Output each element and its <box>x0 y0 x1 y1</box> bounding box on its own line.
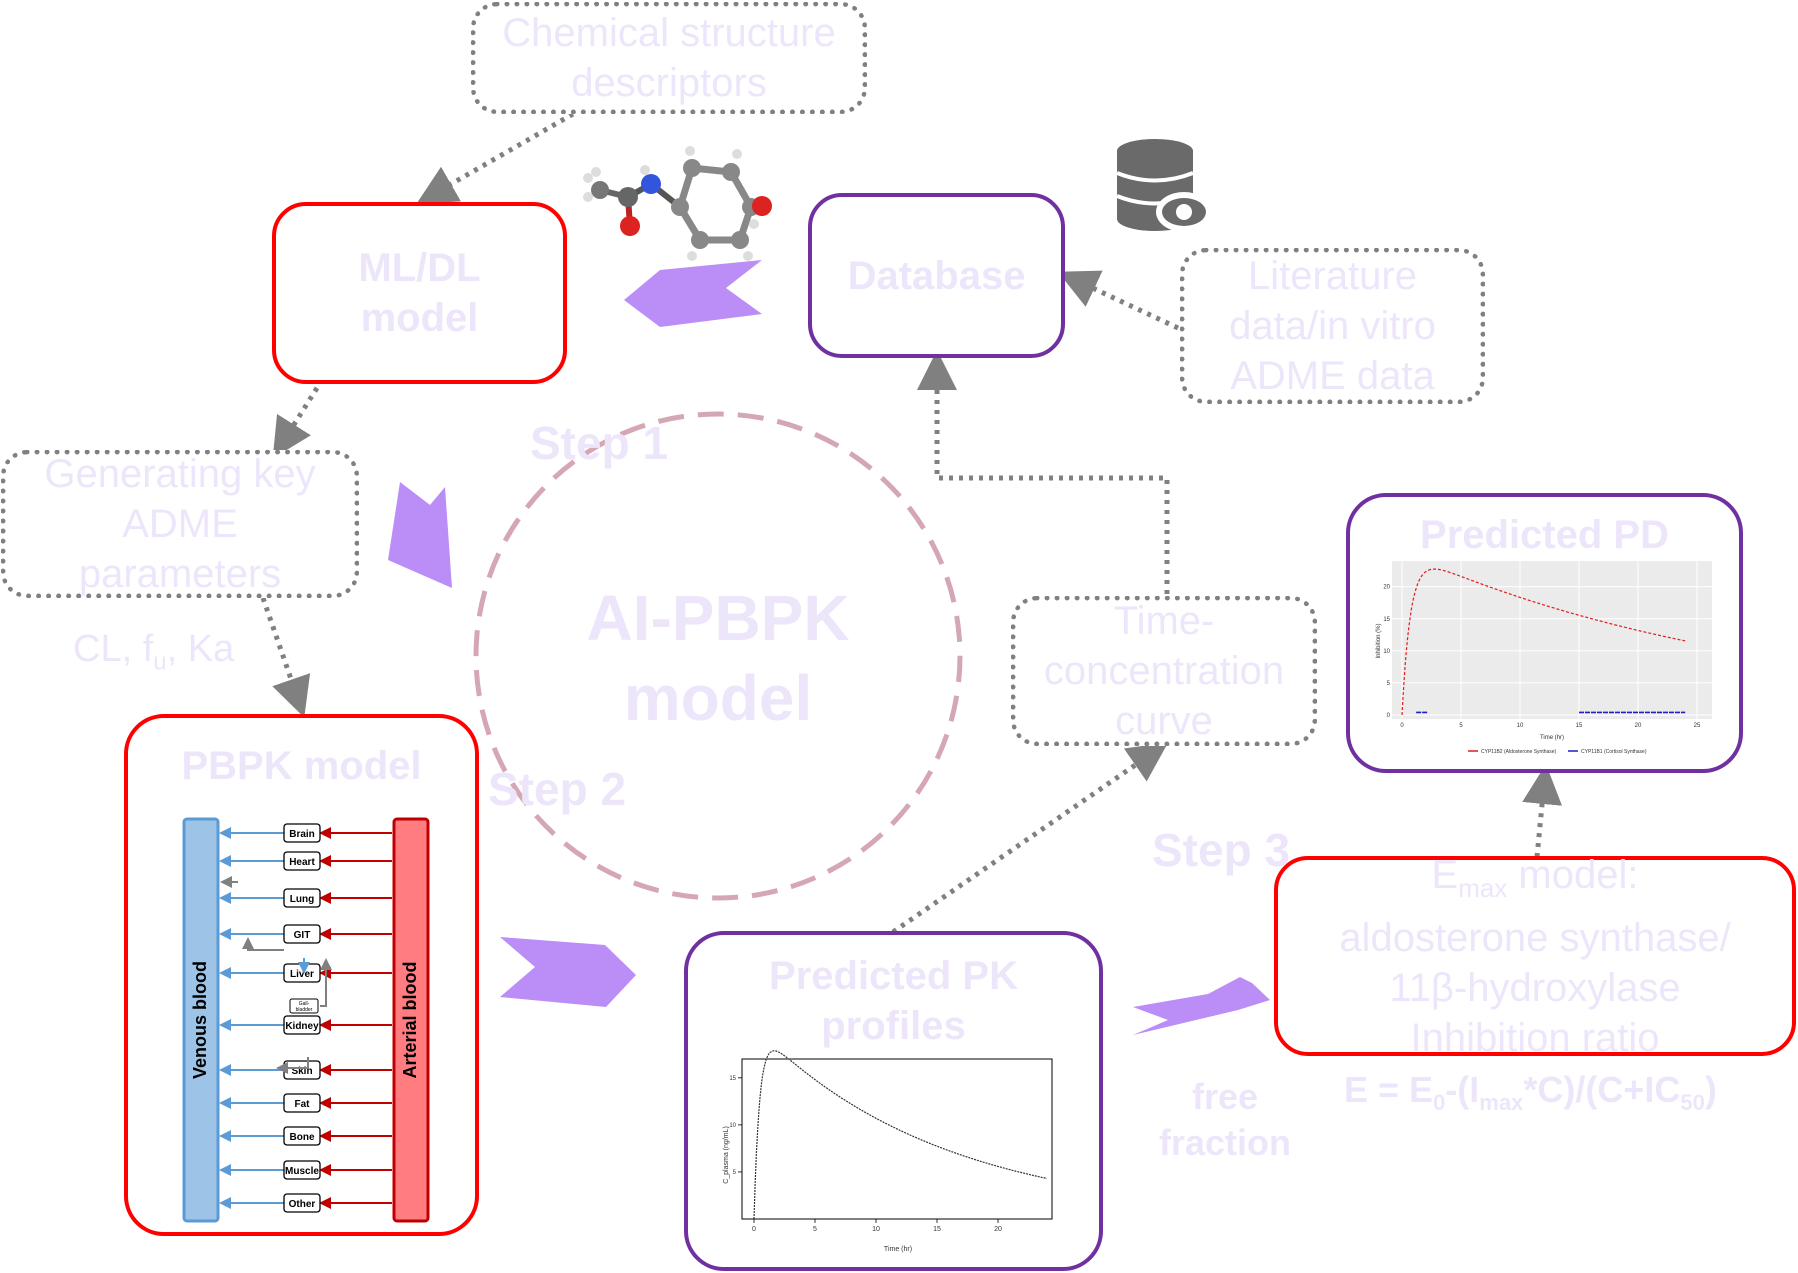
chemical-structure-box: Chemical structure descriptors <box>471 2 867 114</box>
pd-xlabel: Time (hr) <box>1540 735 1564 741</box>
pk-ytick: 15 <box>729 1076 736 1082</box>
chevron-pk-to-emax <box>1133 977 1270 1035</box>
pd-xtick: 0 <box>1400 723 1404 729</box>
pd-xtick: 25 <box>1694 723 1701 729</box>
chevron-db-to-ml <box>624 260 762 327</box>
svg-text:Heart: Heart <box>289 857 315 868</box>
svg-text:Brain: Brain <box>289 829 315 840</box>
pd-ytick: 20 <box>1383 585 1390 591</box>
pk-xlabel: Time (hr) <box>884 1246 912 1253</box>
chevron-pbpk-to-pk <box>500 937 636 1007</box>
pbpk-model-title: PBPK model <box>181 744 422 788</box>
git-side-arrow <box>242 937 284 951</box>
organ-heart: Heart <box>219 851 392 871</box>
arrow-chem-to-ml <box>416 111 575 204</box>
pk-xtick: 5 <box>813 1226 817 1233</box>
step-1-label: Step 1 <box>530 417 669 469</box>
pd-ytick: 5 <box>1387 681 1391 687</box>
organ-git: GIT <box>219 924 392 944</box>
venous-blood-label: Venous blood <box>190 961 210 1079</box>
predicted-pd-box: Predicted PD 0 5 10 15 20 25 0 5 10 15 20 Time (hr… <box>1346 493 1743 773</box>
organ-muscle: Muscle <box>219 1160 392 1180</box>
organ-bone: Bone <box>219 1126 392 1146</box>
pd-legend-1: CYP11B2 (Aldosterone Synthase) <box>1481 749 1557 755</box>
pd-ytick: 15 <box>1383 617 1390 623</box>
pbpk-compartment-diagram: Venous blood Arterial blood BrainHeartLu… <box>182 817 430 1223</box>
database-box: Database <box>808 193 1065 358</box>
organ-kidney: Kidney <box>219 1015 392 1035</box>
pd-xtick: 10 <box>1517 723 1524 729</box>
svg-text:Gall-: Gall- <box>299 1001 310 1007</box>
pk-profile-plot: 0 5 10 15 20 5 10 15 Time (hr) C_plasma (ng/mL) <box>723 1050 1053 1253</box>
svg-text:Muscle: Muscle <box>285 1166 319 1177</box>
organ-liver: Liver <box>219 963 392 983</box>
kidney-out-arrow <box>276 1057 309 1074</box>
literature-data-box: Literature data/in vitro ADME data <box>1180 248 1485 404</box>
svg-text:bladder: bladder <box>296 1007 313 1013</box>
pk-xtick: 15 <box>933 1226 941 1233</box>
arrow-emax-to-pd <box>1522 764 1563 858</box>
molecule-icon <box>583 146 772 261</box>
predicted-pd-title: Predicted PD <box>1420 513 1669 557</box>
arrow-time-to-db <box>917 350 1170 604</box>
time-concentration-box: Time- concentration curve <box>1011 596 1317 746</box>
pd-ytick: 0 <box>1387 713 1391 719</box>
arrow-lit-to-db <box>1057 270 1180 331</box>
svg-text:Kidney: Kidney <box>285 1021 319 1032</box>
svg-text:Lung: Lung <box>290 894 314 905</box>
svg-text:Liver: Liver <box>290 969 314 980</box>
gall-to-git-arrow <box>320 958 332 1007</box>
pd-xtick: 15 <box>1576 723 1583 729</box>
arrow-gen-to-pbpk <box>260 597 311 718</box>
svg-text:Fat: Fat <box>295 1099 311 1110</box>
predicted-pk-box: Predicted PK profiles 0 5 10 15 20 5 10 15 Time… <box>684 931 1103 1271</box>
organ-gallbladder: Gall-bladder <box>289 998 319 1014</box>
emax-equation: E = E0-(Imax*C)/(C+IC50) <box>1344 1069 1717 1116</box>
arrow-pk-to-time <box>891 742 1169 935</box>
pd-ylabel: Inhibition (%) <box>1376 623 1382 658</box>
predicted-pk-title: Predicted PK profiles <box>769 954 1018 1048</box>
step-2-label: Step 2 <box>488 763 627 815</box>
pd-legend-2: CYP11B1 (Cortisol Synthase) <box>1581 749 1647 755</box>
organ-other: Other <box>219 1193 392 1213</box>
database-eye-icon <box>1116 139 1212 232</box>
cycle-circle <box>473 411 963 901</box>
svg-text:GIT: GIT <box>294 930 311 941</box>
arterial-blood-bar <box>392 817 430 1223</box>
svg-text:Other: Other <box>289 1199 316 1210</box>
organ-fat: Fat <box>219 1093 392 1113</box>
adme-parameters-label: CL, fu, Ka <box>73 628 235 676</box>
pd-profile-plot: 0 5 10 15 20 25 0 5 10 15 20 Time (hr) Inhibition … <box>1376 561 1712 755</box>
organ-lung: Lung <box>219 888 392 908</box>
chevron-ml-to-pbpk <box>388 482 452 588</box>
pd-xtick: 20 <box>1635 723 1642 729</box>
generating-adme-box: Generating key ADME parameters <box>1 450 359 598</box>
pk-xtick: 10 <box>872 1226 880 1233</box>
step-3-label: Step 3 <box>1152 824 1291 876</box>
pbpk-model-box: PBPK model Venous blood Arterial blood B… <box>124 714 479 1236</box>
ai-pbpk-title: AI-PBPK model <box>586 582 850 734</box>
pk-ytick: 5 <box>733 1170 737 1176</box>
pd-series-cyp11b2 <box>1401 568 1686 716</box>
svg-text:Bone: Bone <box>290 1132 315 1143</box>
svg-text:Skin: Skin <box>291 1066 312 1077</box>
pd-xtick: 5 <box>1459 723 1463 729</box>
arrow-ml-to-gen <box>272 386 320 459</box>
organ-brain: Brain <box>219 823 392 843</box>
ml-dl-model-box: ML/DL model <box>272 202 567 384</box>
organ-skin: Skin <box>219 1060 392 1080</box>
pk-concentration-curve <box>753 1050 1047 1220</box>
venous-blood-bar <box>182 817 220 1223</box>
pk-ytick: 10 <box>729 1123 736 1129</box>
arterial-blood-label: Arterial blood <box>400 961 420 1078</box>
pk-xtick: 20 <box>994 1226 1002 1233</box>
free-fraction-label: free fraction <box>1158 1076 1291 1163</box>
pk-ylabel: C_plasma (ng/mL) <box>723 1126 730 1184</box>
emax-model-box: Emax model: aldosterone synthase/ 11β-hy… <box>1274 853 1796 1060</box>
pd-ytick: 10 <box>1383 649 1390 655</box>
pk-xtick: 0 <box>752 1226 756 1233</box>
